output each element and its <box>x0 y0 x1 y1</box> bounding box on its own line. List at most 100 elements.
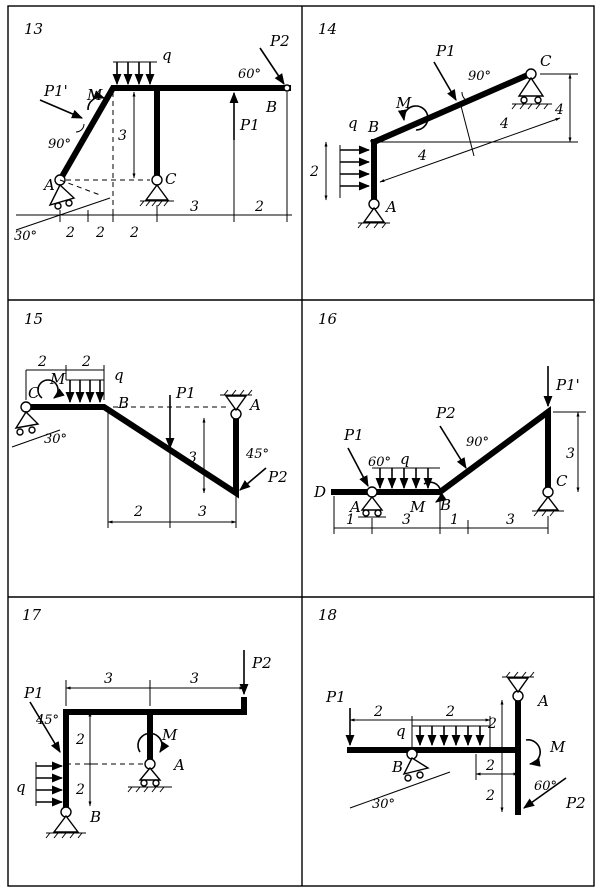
dim-1-right: 1 <box>450 512 459 528</box>
label-a: A <box>248 396 261 414</box>
dim-4-right: 4 <box>499 116 509 132</box>
roller-support-a <box>15 183 111 231</box>
dim-height-3: 3 <box>566 446 575 462</box>
label-p1-prime: P1' <box>555 376 580 394</box>
pin-support-c <box>139 183 174 207</box>
pin-support-a <box>502 671 535 694</box>
dim-3-right: 3 <box>506 512 515 528</box>
pin-c <box>20 401 32 413</box>
panel-13: 13 q <box>14 20 292 244</box>
distributed-load-q <box>112 61 157 86</box>
dim-top-2-right: 2 <box>445 704 455 720</box>
problem-number: 14 <box>318 20 337 38</box>
dim-height-2-bottom: 2 <box>485 788 495 804</box>
distributed-load-q <box>372 467 440 490</box>
label-b: B <box>89 808 101 826</box>
dim-top-2-right: 2 <box>81 354 91 370</box>
label-p1: P1 <box>325 688 346 706</box>
dim-3-left: 3 <box>402 512 411 528</box>
roller-support-c <box>511 76 552 110</box>
label-b: B <box>367 118 379 136</box>
panel-17: 17 B A <box>16 606 272 839</box>
label-p1: P1 <box>175 384 196 402</box>
problem-number: 13 <box>24 20 43 38</box>
label-b: B <box>117 394 129 412</box>
label-q: q <box>16 778 26 796</box>
frame-beam <box>55 85 291 185</box>
angle-60: 60° <box>534 779 557 794</box>
dim-4-left: 4 <box>417 148 427 164</box>
dim-height-3: 3 <box>118 128 127 144</box>
distributed-load-q <box>339 145 371 198</box>
force-p1 <box>347 447 369 487</box>
grid-frame <box>7 5 595 887</box>
label-p2: P2 <box>435 404 456 422</box>
angle-45: 45° <box>35 713 59 728</box>
dim-height-2-top: 2 <box>487 716 497 732</box>
label-p1: P1 <box>23 684 44 702</box>
label-p2: P2 <box>565 794 586 812</box>
problem-number: 16 <box>318 310 338 328</box>
distributed-load-q <box>35 761 64 807</box>
label-p2: P2 <box>251 654 272 672</box>
frame-beam <box>63 709 247 809</box>
force-p1-prime <box>39 99 84 119</box>
pin-support-c <box>532 495 564 517</box>
frame-beam <box>331 406 551 495</box>
dim-1: 2 <box>65 225 75 241</box>
label-a: A <box>536 692 549 710</box>
force-p2 <box>259 47 285 85</box>
label-a: A <box>348 498 361 516</box>
label-m: M <box>49 370 66 388</box>
moment-m <box>397 105 429 131</box>
label-q: q <box>396 722 406 740</box>
dim-bottom-3: 3 <box>198 504 207 520</box>
angle-90: 90° <box>466 435 489 450</box>
pin-a <box>366 486 378 498</box>
dim-height-2: 2 <box>309 164 319 180</box>
angle-30: 30° <box>14 229 37 244</box>
force-p2 <box>239 467 267 491</box>
panel-16: 16 D A C B <box>313 310 586 534</box>
label-a: A <box>172 756 185 774</box>
label-p1-prime: P1' <box>43 82 68 100</box>
label-a: A <box>42 176 55 194</box>
label-c: C <box>165 170 177 188</box>
roller-support-a <box>358 495 386 518</box>
label-m: M <box>395 94 412 112</box>
outer-border <box>7 5 595 887</box>
angle-45: 45° <box>245 447 269 462</box>
dim-top-2-left: 2 <box>37 354 47 370</box>
dim-height-3: 3 <box>188 450 197 466</box>
panel-18: 18 A B 30° P1 <box>318 606 586 815</box>
roller-support-c <box>11 410 61 448</box>
angle-90: 90° <box>48 137 71 152</box>
angle-60: 60° <box>368 455 391 470</box>
dim-horizontal-2: 2 <box>485 758 495 774</box>
pin-c <box>151 174 163 186</box>
moment-m <box>525 739 541 767</box>
moment-m <box>37 379 65 399</box>
label-b: B <box>265 98 277 116</box>
pin-support-b <box>45 814 86 839</box>
moment-m <box>87 90 106 111</box>
force-p2 <box>439 425 467 469</box>
problem-number: 18 <box>318 606 337 624</box>
dim-top-2-left: 2 <box>373 704 383 720</box>
angle-60: 60° <box>238 67 261 82</box>
label-q: q <box>400 450 410 468</box>
label-q: q <box>348 114 358 132</box>
problem-number: 17 <box>22 606 42 624</box>
distributed-load-q <box>412 725 490 747</box>
label-b: B <box>391 758 403 776</box>
label-q: q <box>114 366 124 384</box>
force-p2 <box>523 777 567 809</box>
distributed-load-q <box>65 379 105 404</box>
dim-5: 2 <box>254 199 264 215</box>
dim-height-2-top: 2 <box>75 732 85 748</box>
label-p1: P1 <box>435 42 456 60</box>
moment-m <box>423 481 447 503</box>
label-a: A <box>384 198 397 216</box>
